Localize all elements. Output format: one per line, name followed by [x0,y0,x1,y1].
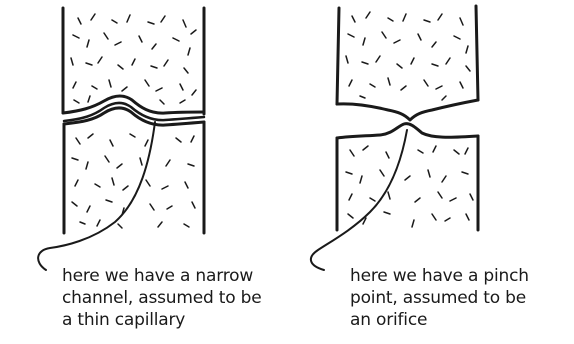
right-upper-rock-grains [346,12,470,100]
caption-line: channel, assumed to be [62,287,262,309]
left-lower-rock [64,108,204,233]
caption-line: here we have a narrow [62,265,262,287]
right-lower-rock [337,124,478,230]
left-lower-rock-grains [72,134,195,228]
right-upper-rock [337,6,478,120]
caption-line: here we have a pinch [350,265,529,287]
pinch-point-diagram [311,6,478,270]
narrow-channel-diagram [38,8,204,270]
pinch-point-caption: here we have a pinch point, assumed to b… [350,265,529,331]
left-pointer-line [38,122,155,270]
right-lower-rock-grains [346,146,473,227]
right-pointer-line [311,130,407,270]
caption-line: point, assumed to be [350,287,529,309]
left-upper-rock [63,8,204,121]
left-upper-rock-grains [71,14,196,104]
caption-line: an orifice [350,309,529,331]
narrow-channel-caption: here we have a narrow channel, assumed t… [62,265,262,331]
caption-line: a thin capillary [62,309,262,331]
